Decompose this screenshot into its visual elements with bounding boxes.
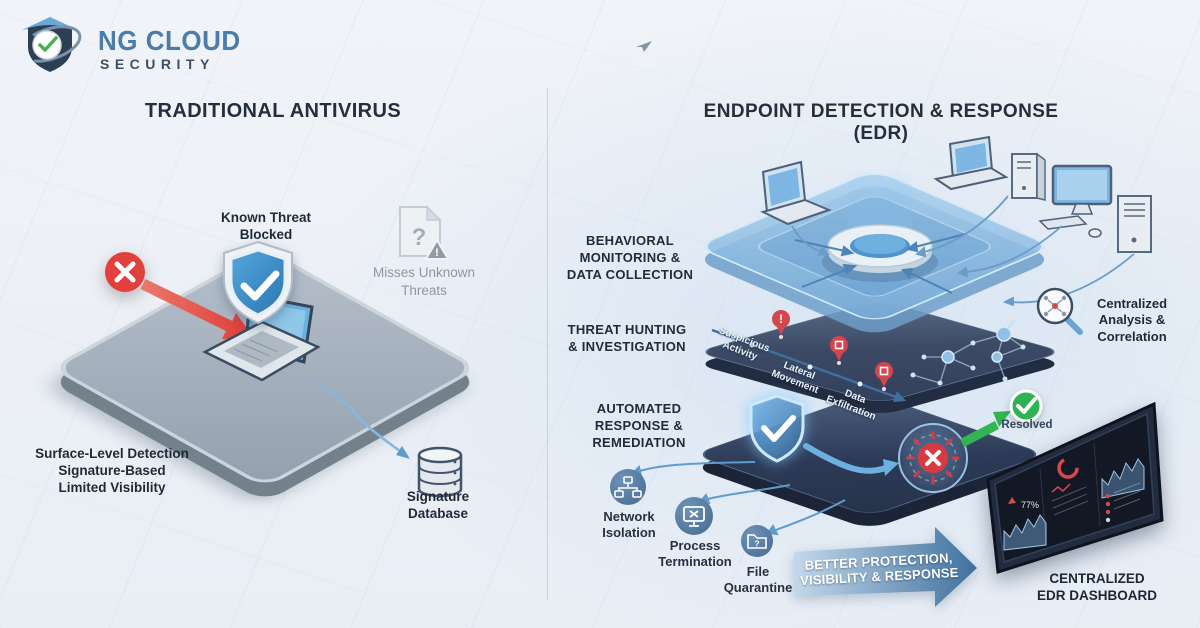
antivirus-drawbacks-label: Surface-Level Detection Signature-Based … [35,446,189,495]
edr-dashboard-label: CENTRALIZED EDR DASHBOARD [1036,571,1157,603]
network-isolation-label: Network Isolation [602,509,656,540]
endpoint-tower-icon [1011,152,1046,201]
blocked-threat-x-icon [105,252,145,292]
resolved-arrow [960,411,1011,447]
threat-pin-icons: ! [772,310,893,391]
svg-text:?: ? [412,224,427,251]
analysis-magnifier-icon [1036,287,1083,335]
endpoint-tower2-icon [1117,195,1152,253]
edr-shield-icon [749,394,805,463]
unknown-threat-document-icon: ? ! [399,205,450,260]
endpoint-monitor-icon [1038,164,1113,238]
attack-arrow [140,279,254,339]
contained-virus-icon [898,423,968,493]
signature-database-icon [417,446,463,498]
threat-path-arrow [711,328,906,402]
left-section-title: TRADITIONAL ANTIVIRUS [144,100,402,122]
misses-unknown-label: Misses Unknown Threats [372,265,476,298]
signature-database-label: Signature Database [406,489,470,521]
resolved-label: Resolved [1001,419,1053,431]
network-isolation-icon [610,469,646,505]
logo: NG CLOUD SECURITY [14,8,244,78]
file-quarantine-icon: ? [741,525,773,557]
svg-text:!: ! [779,312,783,326]
layer-label-automated-response: AUTOMATED RESPONSE & REMEDIATION [592,401,686,450]
laptop-to-database-connector [315,380,410,459]
endpoint-laptop-icon [760,160,832,226]
svg-text:!: ! [435,247,439,259]
file-quarantine-label: File Quarantine [723,564,793,595]
cursor-artifact [636,41,652,52]
section-divider [547,88,548,600]
known-threat-label: Known Threat Blocked [221,210,311,242]
correlation-network-graph [910,319,1026,386]
layer-label-behavioral: BEHAVIORAL MONITORING & DATA COLLECTION [566,233,694,282]
logo-subtitle: SECURITY [100,56,215,72]
central-hub-icon [822,224,938,282]
svg-text:?: ? [754,539,759,549]
benefit-banner-arrow [794,527,977,607]
centralized-analysis-label: Centralized Analysis & Correlation [1096,296,1168,344]
edr-dashboard-screen: 77% [986,401,1164,574]
process-termination-label: Process Termination [658,538,732,569]
logo-name: NG CLOUD [98,24,241,57]
resolved-check-icon [1009,389,1043,423]
shield-check-icon-left [223,240,293,325]
svg-text:77%: 77% [1021,500,1039,510]
layer-label-threat-hunting: THREAT HUNTING & INVESTIGATION [567,322,687,354]
process-termination-icon [675,497,713,535]
endpoint-laptop2-icon [933,135,1009,191]
containment-arrow [803,443,899,476]
right-section-title: ENDPOINT DETECTION & RESPONSE (EDR) [703,101,1059,144]
logo-shield-icon [18,17,82,72]
